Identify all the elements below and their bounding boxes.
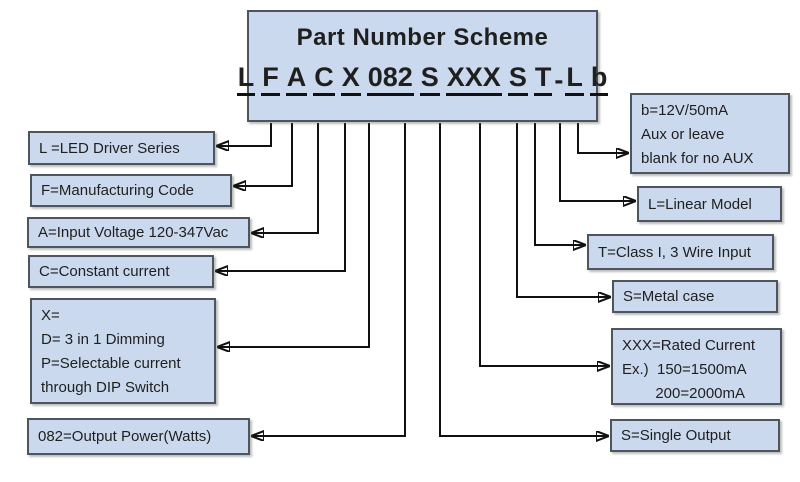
- pn-char-c: C: [313, 63, 335, 97]
- part-number: L F A C X 082 S XXX S T - L b: [236, 63, 609, 97]
- connector-b-aux: [577, 123, 628, 153]
- connector-t-class: [534, 123, 585, 245]
- label-box-input-voltage: A=Input Voltage 120-347Vac: [27, 217, 250, 248]
- label-box-class-wire-input: T=Class I, 3 Wire Input: [587, 234, 774, 270]
- pn-char-f: F: [261, 63, 280, 97]
- label-box-linear-model: L=Linear Model: [637, 186, 782, 222]
- pn-char-l-linear: L: [565, 63, 584, 97]
- pn-char-x: X: [340, 63, 361, 97]
- pn-char-s-single: S: [419, 63, 440, 97]
- pn-char-l-series: L: [236, 63, 256, 97]
- diagram-title: Part Number Scheme: [296, 24, 549, 51]
- connector-l-linear: [559, 123, 635, 201]
- pn-group-xxx: XXX: [445, 63, 502, 97]
- connector-s-single: [439, 123, 608, 436]
- label-box-aux: b=12V/50mA Aux or leave blank for no AUX: [630, 93, 790, 174]
- connector-a-voltage: [252, 123, 319, 233]
- connector-l-series: [217, 123, 272, 146]
- label-box-single-output: S=Single Output: [610, 419, 780, 452]
- label-box-constant-current: C=Constant current: [28, 255, 214, 288]
- connector-c-current: [216, 123, 346, 271]
- pn-char-t: T: [533, 63, 553, 97]
- pn-char-b: b: [589, 63, 609, 97]
- connector-082-power: [252, 123, 406, 436]
- connector-s-metal: [516, 123, 610, 297]
- pn-group-082: 082: [366, 63, 414, 97]
- pn-char-s-metal: S: [507, 63, 528, 97]
- label-box-metal-case: S=Metal case: [612, 280, 778, 313]
- title-box: Part Number Scheme L F A C X 082 S XXX S…: [236, 10, 609, 122]
- label-box-manufacturing-code: F=Manufacturing Code: [30, 174, 232, 207]
- label-box-dimming-options: X= D= 3 in 1 Dimming P=Selectable curren…: [30, 298, 216, 404]
- connector-f-code: [234, 123, 293, 186]
- connector-xxx-rated: [479, 123, 609, 366]
- label-box-led-driver-series: L =LED Driver Series: [28, 131, 215, 165]
- label-box-rated-current: XXX=Rated Current Ex.) 150=1500mA 200=20…: [611, 328, 782, 405]
- label-box-output-power: 082=Output Power(Watts): [27, 418, 250, 455]
- connector-x-dimming: [218, 123, 370, 347]
- pn-char-a: A: [285, 63, 308, 97]
- pn-hyphen: -: [554, 65, 564, 95]
